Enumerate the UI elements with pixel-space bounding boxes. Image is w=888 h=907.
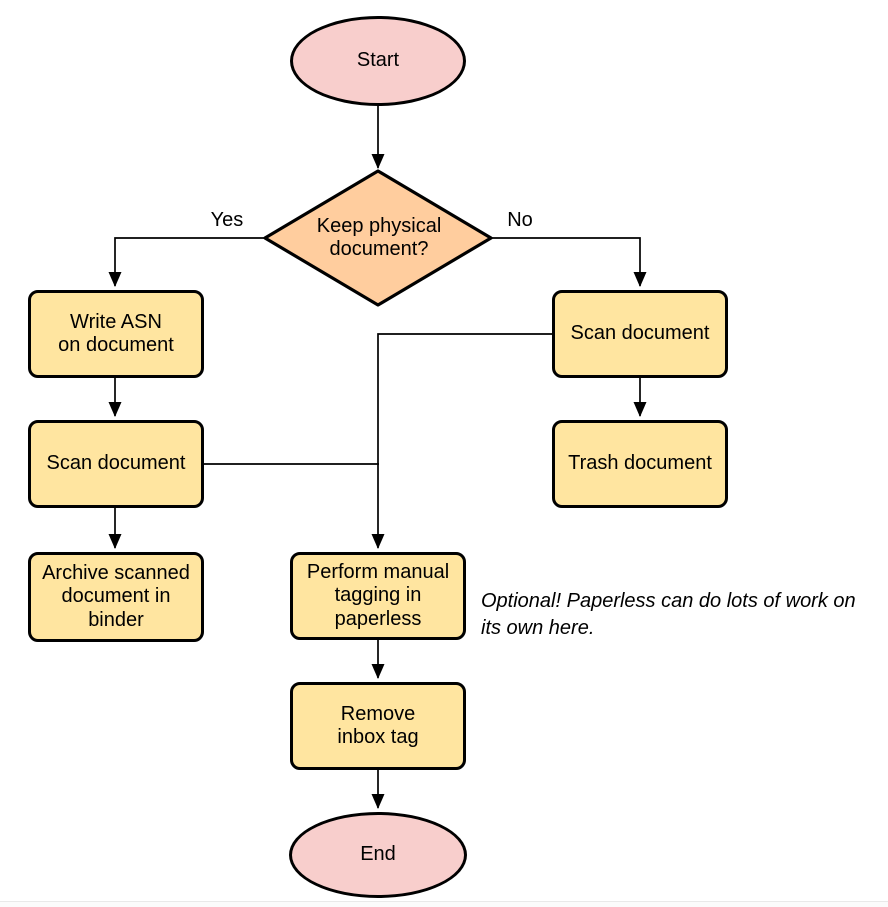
node-manual-tagging: Perform manual tagging in paperless	[290, 552, 466, 640]
edge-label-yes: Yes	[210, 209, 244, 231]
node-manual-tagging-label: Perform manual tagging in paperless	[306, 561, 450, 630]
node-start-label: Start	[356, 49, 400, 72]
node-remove-inbox-tag-label: Remove inbox tag	[337, 702, 419, 748]
node-start: Start	[290, 16, 466, 106]
node-trash-document-label: Trash document	[568, 452, 712, 475]
node-scan-document-right-label: Scan document	[570, 322, 710, 345]
node-scan-document-right: Scan document	[552, 290, 728, 378]
node-end-label: End	[360, 843, 396, 866]
node-decision-label: Keep physical document?	[316, 214, 442, 260]
note-optional-text: Optional! Paperless can do lots of work …	[481, 590, 856, 639]
node-end: End	[289, 812, 467, 898]
node-decision: Keep physical document?	[267, 172, 491, 304]
edge-scan-right-to-tagging	[371, 333, 552, 549]
node-archive-binder-label: Archive scanned document in binder	[42, 562, 190, 631]
page-bottom-edge	[0, 901, 888, 907]
node-write-asn: Write ASN on document	[28, 290, 204, 378]
decision-diamond-shape	[263, 169, 493, 307]
node-trash-document: Trash document	[552, 420, 728, 508]
node-scan-document-left-label: Scan document	[46, 452, 186, 475]
node-remove-inbox-tag: Remove inbox tag	[290, 682, 466, 770]
edge-decision-no-to-scan-right	[491, 237, 647, 287]
edge-label-no: No	[507, 209, 533, 231]
node-scan-document-left: Scan document	[28, 420, 204, 508]
node-write-asn-label: Write ASN on document	[58, 310, 174, 356]
edge-decision-yes-to-write-asn	[108, 237, 265, 287]
node-archive-binder: Archive scanned document in binder	[28, 552, 204, 642]
